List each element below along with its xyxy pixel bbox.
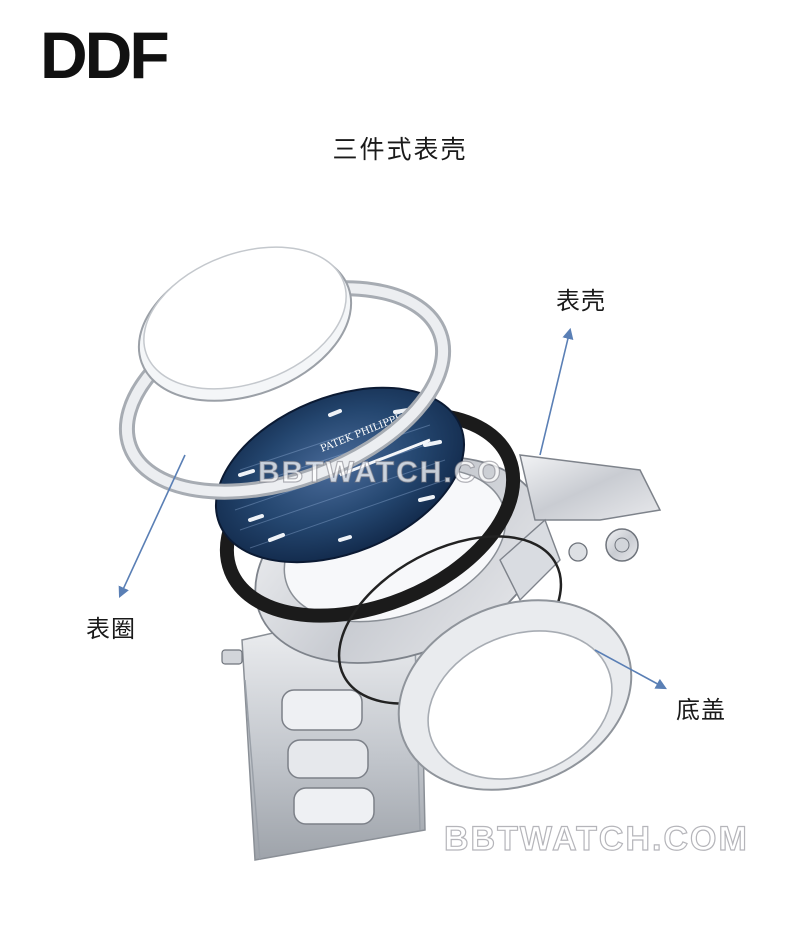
- screw: [221, 542, 588, 665]
- caseback: [397, 599, 633, 791]
- bezel-label: 表圈: [86, 615, 136, 643]
- diagram-title: 三件式表壳: [332, 135, 468, 164]
- case-label: 表壳: [556, 287, 606, 315]
- bracelet-link: [281, 689, 375, 825]
- watermark: BBTWATCH.COM: [443, 819, 749, 858]
- crown: [605, 528, 639, 562]
- bezel: [118, 246, 452, 500]
- caseback-label: 底盖: [676, 696, 726, 724]
- bracelet: [241, 599, 426, 861]
- bezel-arrow: [118, 454, 186, 599]
- watermark: BBTWATCH.CO: [257, 455, 503, 489]
- ddf-logo: DDF: [40, 18, 170, 92]
- caseback-arrow: [594, 649, 667, 690]
- case-arrow: [539, 327, 574, 456]
